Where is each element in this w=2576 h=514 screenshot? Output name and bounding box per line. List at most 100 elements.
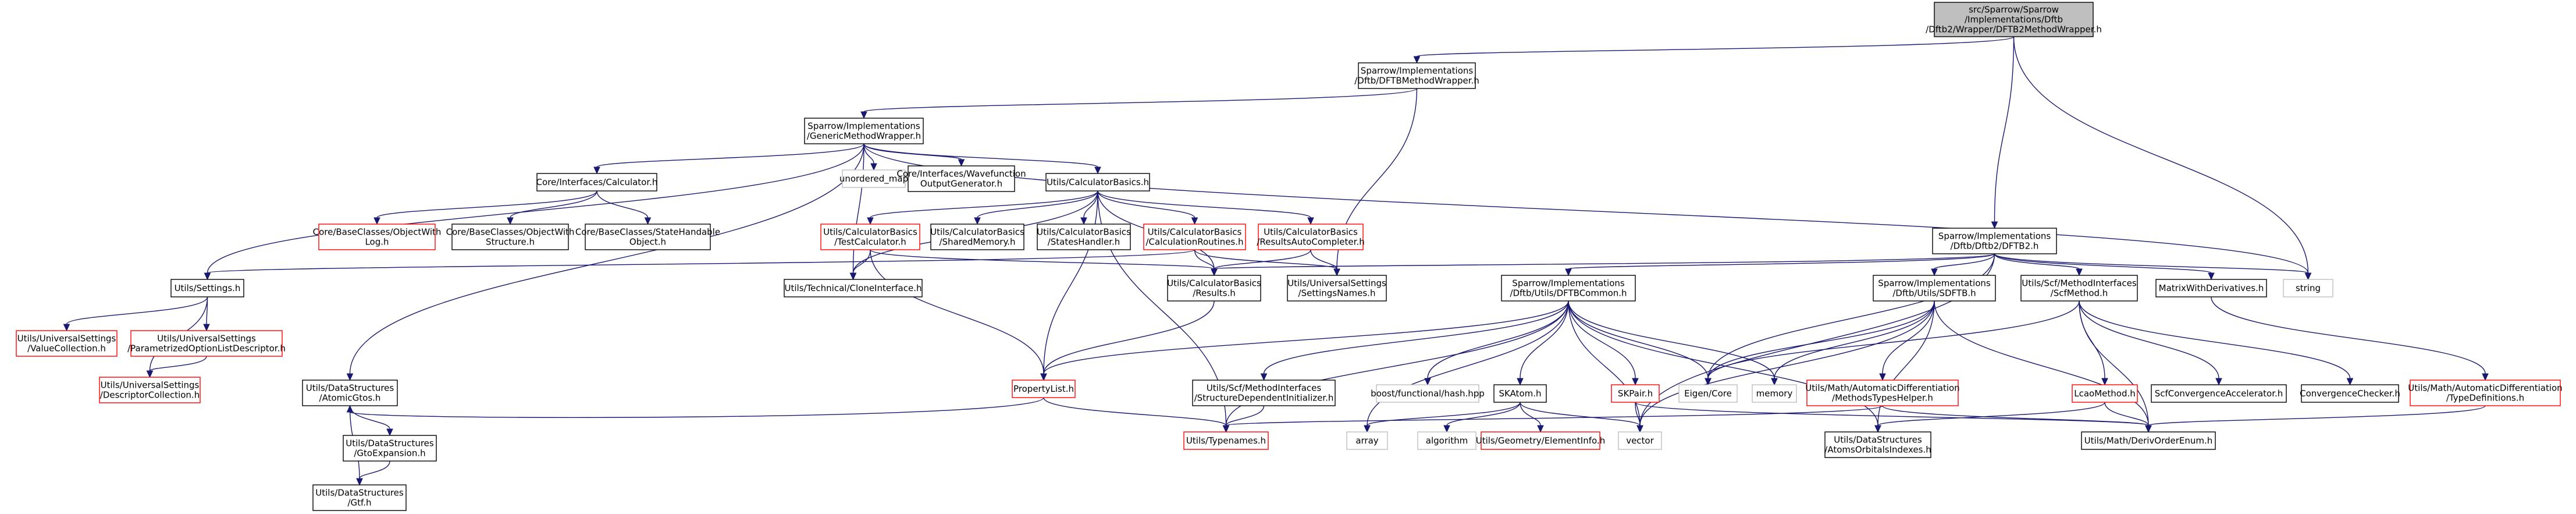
node-label: Utils/DataStructures <box>346 438 434 449</box>
node-calc[interactable]: Core/Interfaces/Calculator.h <box>536 173 658 192</box>
node-label: /AtomsOrbitalsIndexes.h <box>1824 445 1931 455</box>
node-label: vector <box>1626 435 1654 446</box>
node-clone[interactable]: Utils/Technical/CloneInterface.h <box>784 279 923 297</box>
node-label: /SettingsNames.h <box>1298 288 1376 299</box>
node-label: Structure.h <box>486 237 535 247</box>
node-matDeriv[interactable]: MatrixWithDerivatives.h <box>2155 279 2267 297</box>
node-calcBasics[interactable]: Utils/CalculatorBasics.h <box>1045 173 1150 192</box>
node-dftbMW[interactable]: Sparrow/Implementations/Dftb/DFTBMethodW… <box>1354 62 1479 89</box>
node-label: /GtoExpansion.h <box>354 448 425 459</box>
node-genMW[interactable]: Sparrow/Implementations/GenericMethodWra… <box>804 118 924 144</box>
node-label: Utils/Technical/CloneInterface.h <box>785 283 922 293</box>
node-label: Utils/CalculatorBasics <box>930 227 1024 237</box>
node-label: src/Sparrow/Sparrow <box>1969 5 2059 15</box>
node-root[interactable]: src/Sparrow/Sparrow/Implementations/Dftb… <box>1926 2 2102 37</box>
node-label: Core/Interfaces/Wavefunction <box>896 169 1026 179</box>
node-autodiffHelper[interactable]: Utils/Math/AutomaticDifferentiation/Meth… <box>1805 380 1960 406</box>
node-label: /TypeDefinitions.h <box>2446 393 2524 403</box>
edge-scfMethod-to-scfAccel <box>2079 300 2222 386</box>
node-wfout[interactable]: Core/Interfaces/WavefunctionOutputGenera… <box>896 165 1026 192</box>
edge-dftbCommon-to-eigen <box>1568 300 1712 386</box>
node-descColl[interactable]: Utils/UniversalSettings/DescriptorCollec… <box>99 377 201 403</box>
node-typeDefs[interactable]: Utils/Math/AutomaticDifferentiation/Type… <box>2408 380 2563 406</box>
node-string[interactable]: string <box>2283 279 2333 297</box>
edge-sdftb-to-memory <box>1771 300 1935 386</box>
node-label: /Dftb/Dftb2/DFTB2.h <box>1951 241 2039 251</box>
node-lcao[interactable]: LcaoMethod.h <box>2072 384 2138 403</box>
edge-testCalc-to-propList <box>870 249 1047 381</box>
edge-skatom-to-array <box>1364 402 1521 433</box>
node-label: array <box>1355 435 1378 446</box>
node-label: /ScfMethod.h <box>2051 288 2108 299</box>
node-label: /StatesHandler.h <box>1048 237 1120 247</box>
node-label: Utils/DataStructures <box>315 488 404 498</box>
edge-root-to-dftbMW <box>1413 36 2015 64</box>
edge-lcao-to-atomsOrb <box>1874 402 2105 433</box>
edge-scfMethod-to-lcao <box>2079 300 2108 386</box>
edge-calcRout-to-setNames <box>1194 249 1340 277</box>
node-convCheck[interactable]: ConvergenceChecker.h <box>2300 384 2400 403</box>
node-valColl[interactable]: Utils/UniversalSettings/ValueCollection.… <box>16 330 118 357</box>
node-label: Sparrow/Implementations <box>1361 66 1474 76</box>
node-propList[interactable]: PropertyList.h <box>1012 380 1076 398</box>
node-label: Utils/CalculatorBasics <box>1264 227 1358 237</box>
node-label: /GenericMethodWrapper.h <box>807 131 921 141</box>
edge-calcBasics-to-propList <box>1040 190 1098 381</box>
edge-skatom-to-algorithm <box>1443 402 1521 433</box>
node-skatom[interactable]: SKAtom.h <box>1493 384 1547 403</box>
node-typenames[interactable]: Utils/Typenames.h <box>1183 431 1269 450</box>
node-vector[interactable]: vector <box>1618 431 1662 450</box>
node-derivEnum[interactable]: Utils/Math/DerivOrderEnum.h <box>2081 431 2216 450</box>
node-boostHash[interactable]: boost/functional/hash.hpp <box>1371 384 1485 403</box>
node-sharedMem[interactable]: Utils/CalculatorBasics/SharedMemory.h <box>930 224 1024 250</box>
node-dftbCommon[interactable]: Sparrow/Implementations/Dftb/Utils/DFTBC… <box>1501 275 1636 302</box>
node-elemInfo[interactable]: Utils/Geometry/ElementInfo.h <box>1476 431 1605 450</box>
node-label: OutputGenerator.h <box>920 179 1002 189</box>
node-label: /MethodsTypesHelper.h <box>1832 393 1933 403</box>
node-label: Utils/CalculatorBasics <box>823 227 917 237</box>
edge-genMW-to-unordmap <box>863 143 877 171</box>
node-eigen[interactable]: Eigen/Core <box>1678 384 1738 403</box>
edge-genMW-to-settings <box>204 143 864 281</box>
edge-dftbCommon-to-structInit <box>1260 300 1569 381</box>
node-statesH[interactable]: Utils/CalculatorBasics/StatesHandler.h <box>1037 224 1131 250</box>
node-label: /ResultsAutoCompleter.h <box>1257 237 1364 247</box>
edge-genMW-to-atomicGtos <box>346 143 864 381</box>
node-dftb2[interactable]: Sparrow/Implementations/Dftb/Dftb2/DFTB2… <box>1932 228 2057 254</box>
node-calcRout[interactable]: Utils/CalculatorBasics/CalculationRoutin… <box>1143 224 1246 250</box>
node-label: /TestCalculator.h <box>834 237 906 247</box>
node-results[interactable]: Utils/CalculatorBasics/Results.h <box>1167 275 1261 302</box>
edge-calcRout-to-settings <box>204 249 1196 281</box>
node-label: Utils/UniversalSettings <box>1287 278 1386 289</box>
edge-dftbCommon-to-skpair <box>1568 300 1639 386</box>
node-label: Core/Interfaces/Calculator.h <box>536 177 658 187</box>
node-sdftb[interactable]: Sparrow/Implementations/Dftb/Utils/SDFTB… <box>1873 275 1996 302</box>
node-memory[interactable]: memory <box>1752 384 1797 403</box>
node-testCalc[interactable]: Utils/CalculatorBasics/TestCalculator.h <box>820 224 920 250</box>
node-array[interactable]: array <box>1346 431 1388 450</box>
node-gtoExp[interactable]: Utils/DataStructures/GtoExpansion.h <box>343 435 437 462</box>
node-gtf[interactable]: Utils/DataStructures/Gtf.h <box>312 484 407 511</box>
node-scfMethod[interactable]: Utils/Scf/MethodInterfaces/ScfMethod.h <box>2020 275 2138 302</box>
node-structInit[interactable]: Utils/Scf/MethodInterfaces/StructureDepe… <box>1192 380 1336 406</box>
node-setNames[interactable]: Utils/UniversalSettings/SettingsNames.h <box>1287 275 1387 302</box>
node-algorithm[interactable]: algorithm <box>1417 431 1476 450</box>
edge-results-to-propList <box>1040 300 1215 381</box>
node-label: /Dftb2/Wrapper/DFTB2MethodWrapper.h <box>1926 24 2102 35</box>
node-paramOpt[interactable]: Utils/UniversalSettings/ParametrizedOpti… <box>127 330 286 357</box>
node-settings[interactable]: Utils/Settings.h <box>170 279 244 297</box>
node-label: Core/BaseClasses/ObjectWith <box>313 227 442 237</box>
node-skpair[interactable]: SKPair.h <box>1611 384 1660 403</box>
node-label: PropertyList.h <box>1013 384 1074 394</box>
node-label: memory <box>1756 388 1793 399</box>
edge-dftbCommon-to-skatom <box>1517 300 1569 386</box>
node-resAuto[interactable]: Utils/CalculatorBasics/ResultsAutoComple… <box>1257 224 1365 250</box>
node-atomicGtos[interactable]: Utils/DataStructures/AtomicGtos.h <box>302 380 398 406</box>
node-unordmap[interactable]: unordered_map <box>839 169 908 188</box>
node-atomsOrb[interactable]: Utils/DataStructures/AtomsOrbitalsIndexe… <box>1824 431 1931 458</box>
node-scfAccel[interactable]: ScfConvergenceAccelerator.h <box>2151 384 2287 403</box>
